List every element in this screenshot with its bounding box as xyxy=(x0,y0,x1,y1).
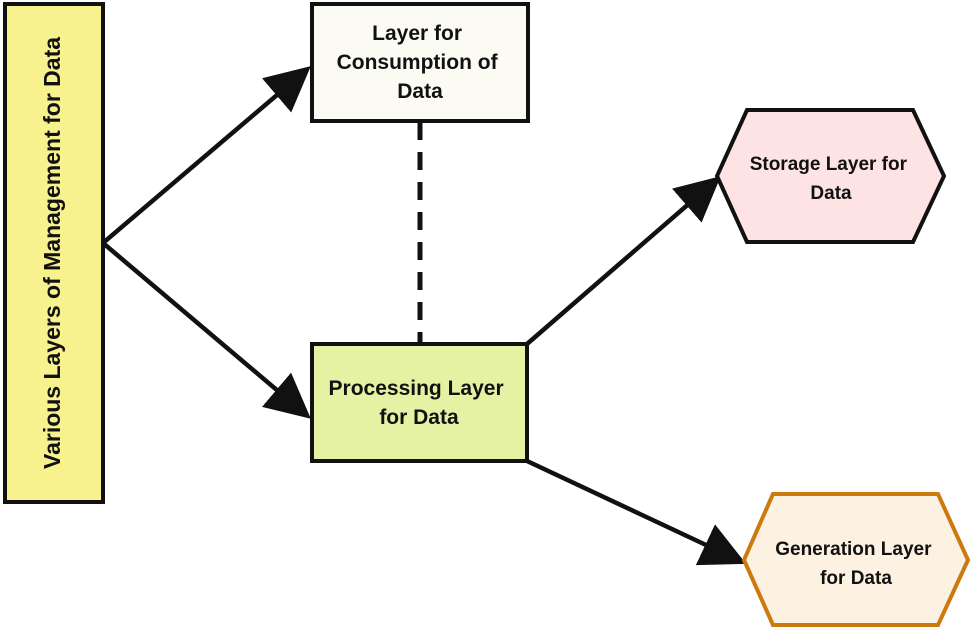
node-root: Various Layers of Management for Data xyxy=(3,2,105,504)
node-consumption-line-2: Consumption of xyxy=(337,51,499,74)
node-generation-line-2: for Data xyxy=(820,568,892,589)
node-generation-line-1: Generation Layer xyxy=(775,539,932,560)
node-storage-line-2: Data xyxy=(810,183,852,204)
node-storage: Storage Layer for Data xyxy=(714,108,947,244)
node-root-box xyxy=(3,2,105,504)
edges xyxy=(101,66,747,566)
node-consumption-label: Layer for Consumption of Data xyxy=(337,22,504,103)
node-storage-line-1: Storage Layer for xyxy=(750,154,908,175)
edge-root-to-processing xyxy=(101,241,311,419)
edge-processing-to-generation xyxy=(526,458,747,566)
node-storage-label: Storage Layer for Data xyxy=(750,154,913,204)
node-consumption-line-1: Layer for xyxy=(372,22,462,45)
edge-processing-to-storage xyxy=(525,176,721,346)
node-processing-line-1: Processing Layer xyxy=(329,377,504,400)
node-generation-label: Generation Layer for Data xyxy=(775,539,937,589)
node-consumption: Layer for Consumption of Data xyxy=(310,2,530,123)
node-processing-box xyxy=(310,342,529,463)
node-processing: Processing Layer for Data xyxy=(310,342,529,463)
node-root-label: Various Layers of Management for Data xyxy=(39,37,65,469)
node-consumption-box xyxy=(310,2,530,123)
node-generation-hexagon xyxy=(741,492,971,627)
node-consumption-line-3: Data xyxy=(397,80,443,103)
edge-root-to-consumption xyxy=(101,66,311,245)
node-generation: Generation Layer for Data xyxy=(741,492,971,627)
node-storage-hexagon xyxy=(714,108,947,244)
node-processing-line-2: for Data xyxy=(379,406,459,429)
node-processing-label: Processing Layer for Data xyxy=(329,377,510,429)
